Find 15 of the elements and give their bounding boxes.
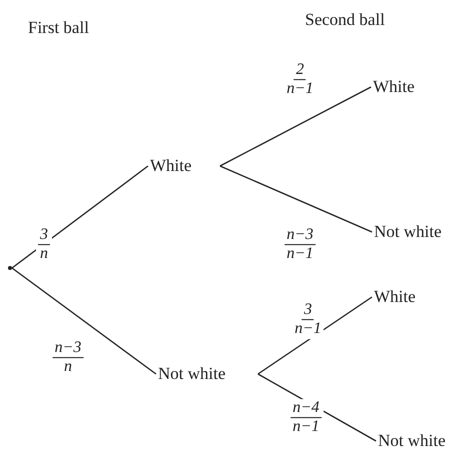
outcome-label: Not white (374, 221, 474, 243)
branch-line (258, 296, 372, 375)
branch-line (12, 165, 148, 269)
outcome-label: White (373, 76, 443, 98)
probability-fraction: 3 n−1 (292, 301, 324, 339)
branch-line (220, 86, 372, 167)
branch-line (12, 267, 156, 375)
outcome-label: White (374, 286, 444, 308)
outcome-label: Not white (158, 363, 258, 385)
branch-point (8, 266, 12, 270)
branch-line (220, 165, 372, 233)
column-heading: First ball (28, 18, 89, 38)
outcome-label: Not white (378, 430, 474, 452)
column-heading: Second ball (305, 10, 385, 30)
outcome-label: White (150, 155, 220, 177)
